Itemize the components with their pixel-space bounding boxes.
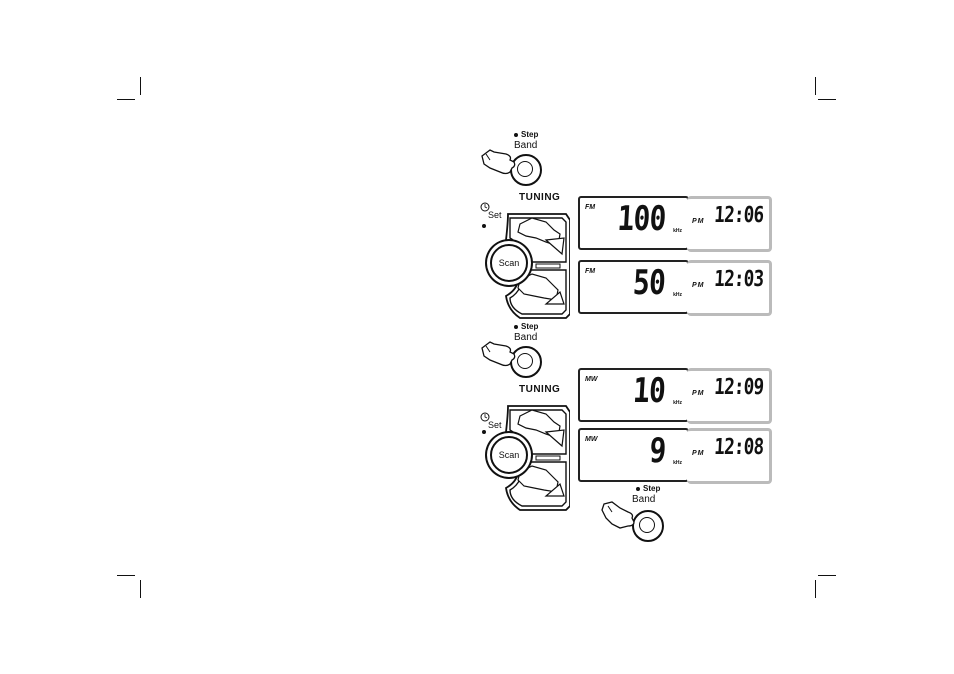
- step-label: Step: [636, 484, 660, 493]
- scan-button[interactable]: Scan: [490, 244, 528, 282]
- khz-unit: kHz: [673, 400, 682, 406]
- frequency-value: 9: [648, 434, 666, 468]
- crop-mark: [818, 575, 836, 576]
- frequency-display: MW 9 kHz: [578, 428, 689, 482]
- ampm-indicator: PM: [692, 218, 705, 225]
- clock-display: PM 12:06: [687, 196, 772, 252]
- crop-mark: [117, 575, 135, 576]
- frequency-display: FM 100 kHz: [578, 196, 689, 250]
- frequency-value: 10: [632, 374, 666, 408]
- hand-press-icon: [480, 340, 516, 368]
- step-label: Step: [514, 130, 538, 139]
- band-indicator: MW: [585, 436, 597, 443]
- lcd-display-3: MW 10 kHz PM 12:09: [578, 368, 771, 420]
- khz-unit: kHz: [673, 460, 682, 466]
- step-label: Step: [514, 322, 538, 331]
- clock-time: 12:08: [713, 437, 763, 459]
- clock-time: 12:06: [713, 205, 763, 227]
- band-button[interactable]: [632, 510, 664, 542]
- band-indicator: FM: [585, 204, 595, 211]
- tuning-panel-2: Set Scan: [480, 394, 570, 506]
- khz-unit: kHz: [673, 292, 682, 298]
- clock-display: PM 12:08: [687, 428, 772, 484]
- tuning-panel-1: Set Scan: [480, 202, 570, 314]
- lcd-display-4: MW 9 kHz PM 12:08: [578, 428, 771, 480]
- scan-button[interactable]: Scan: [490, 436, 528, 474]
- band-label: Band: [514, 332, 537, 343]
- band-label: Band: [514, 140, 537, 151]
- khz-unit: kHz: [673, 228, 682, 234]
- ampm-indicator: PM: [692, 450, 705, 457]
- crop-mark: [815, 580, 816, 598]
- frequency-display: FM 50 kHz: [578, 260, 689, 314]
- step-band-control-3: Step Band: [600, 484, 660, 544]
- lcd-display-1: FM 100 kHz PM 12:06: [578, 196, 771, 248]
- crop-mark: [140, 77, 141, 95]
- crop-mark: [140, 580, 141, 598]
- clock-display: PM 12:03: [687, 260, 772, 316]
- crop-mark: [818, 99, 836, 100]
- band-indicator: MW: [585, 376, 597, 383]
- frequency-display: MW 10 kHz: [578, 368, 689, 422]
- lcd-display-2: FM 50 kHz PM 12:03: [578, 260, 771, 312]
- frequency-value: 100: [616, 202, 666, 236]
- ampm-indicator: PM: [692, 282, 705, 289]
- crop-mark: [815, 77, 816, 95]
- band-indicator: FM: [585, 268, 595, 275]
- frequency-value: 50: [632, 266, 666, 300]
- step-band-control-1: Step Band: [478, 130, 538, 190]
- clock-time: 12:03: [713, 269, 763, 291]
- hand-press-icon: [480, 148, 516, 176]
- ampm-indicator: PM: [692, 390, 705, 397]
- hand-press-icon: [600, 500, 636, 530]
- crop-mark: [117, 99, 135, 100]
- step-band-control-2: Step Band: [478, 322, 538, 382]
- clock-time: 12:09: [713, 377, 763, 399]
- clock-display: PM 12:09: [687, 368, 772, 424]
